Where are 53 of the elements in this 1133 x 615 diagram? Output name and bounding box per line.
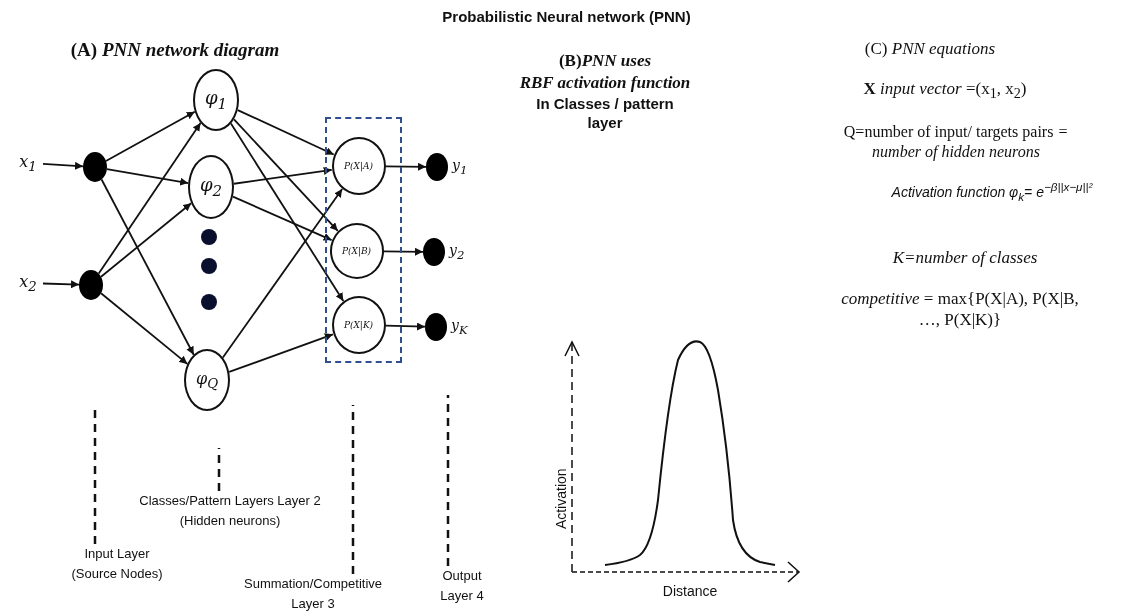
neuron-dot (79, 270, 103, 300)
section-heading: RBF activation function (518, 72, 692, 94)
neuron-dot (201, 229, 217, 245)
equation-text: Activation function φ$_{k}$= e$^{−β||x−μ||²}$ (890, 180, 1094, 205)
neuron-circle: P(X|A) (331, 137, 386, 195)
arrow (384, 322, 426, 331)
output-label: y$_{1}$ (452, 157, 468, 177)
arrow (384, 162, 427, 171)
arrow (228, 333, 334, 373)
neuron-dot (426, 153, 448, 181)
section-heading: (B)PNN uses (557, 50, 653, 72)
neuron-dot (423, 238, 445, 266)
arrow (233, 118, 339, 232)
neuron-circle: P(X|K) (331, 296, 386, 354)
arrow (382, 247, 424, 256)
neuron-circle: P(X|B) (329, 223, 384, 279)
axis-label: Activation (553, 467, 571, 532)
arrow (100, 292, 189, 365)
arrow (232, 195, 333, 241)
neuron-dot (201, 294, 217, 310)
section-heading: (C) PNN equations (863, 38, 997, 60)
equation-text: competitive = max{P(X|A), P(X|B, …, P(X|K)} (840, 288, 1080, 331)
arrow (97, 122, 202, 275)
output-label: y$_{2}$ (449, 242, 465, 262)
neuron-dot (83, 152, 107, 182)
diagram-title: Probabilistic Neural network (PNN) (441, 8, 692, 25)
layer-frame (325, 117, 402, 363)
leader-line (446, 395, 450, 566)
neuron-circle: φ$_{2}$ (188, 155, 234, 219)
arrow (100, 178, 195, 356)
equation-text: Q=number of input/ targets pairs = number of hidden neurons (842, 122, 1070, 162)
equation-text: In Classes / pattern layer (535, 95, 675, 133)
equation-text: X input vector =(x$_{1}$, x$_{2}$) (862, 78, 1028, 104)
section-heading: (A) PNN network diagram (69, 38, 281, 62)
input-label: x$_{2}$ (13, 270, 43, 296)
arrow (106, 168, 190, 186)
leader-line (93, 410, 97, 544)
axis-label: Distance (661, 583, 719, 601)
input-label: x$_{1}$ (13, 150, 43, 176)
neuron-circle: φ$_{1}$ (193, 69, 239, 131)
arrow (42, 280, 80, 289)
arrow (100, 202, 193, 278)
arrow (222, 188, 344, 359)
arrow (233, 167, 333, 185)
arrow (42, 161, 84, 170)
equation-text: K=number of classes (891, 247, 1039, 269)
output-label: y$_{K}$ (451, 317, 468, 337)
neuron-circle: φ$_{Q}$ (184, 349, 230, 411)
arrow (230, 122, 345, 302)
leader-line (217, 448, 221, 491)
leader-line (351, 405, 355, 574)
neuron-dot (425, 313, 447, 341)
neuron-dot (201, 258, 217, 274)
